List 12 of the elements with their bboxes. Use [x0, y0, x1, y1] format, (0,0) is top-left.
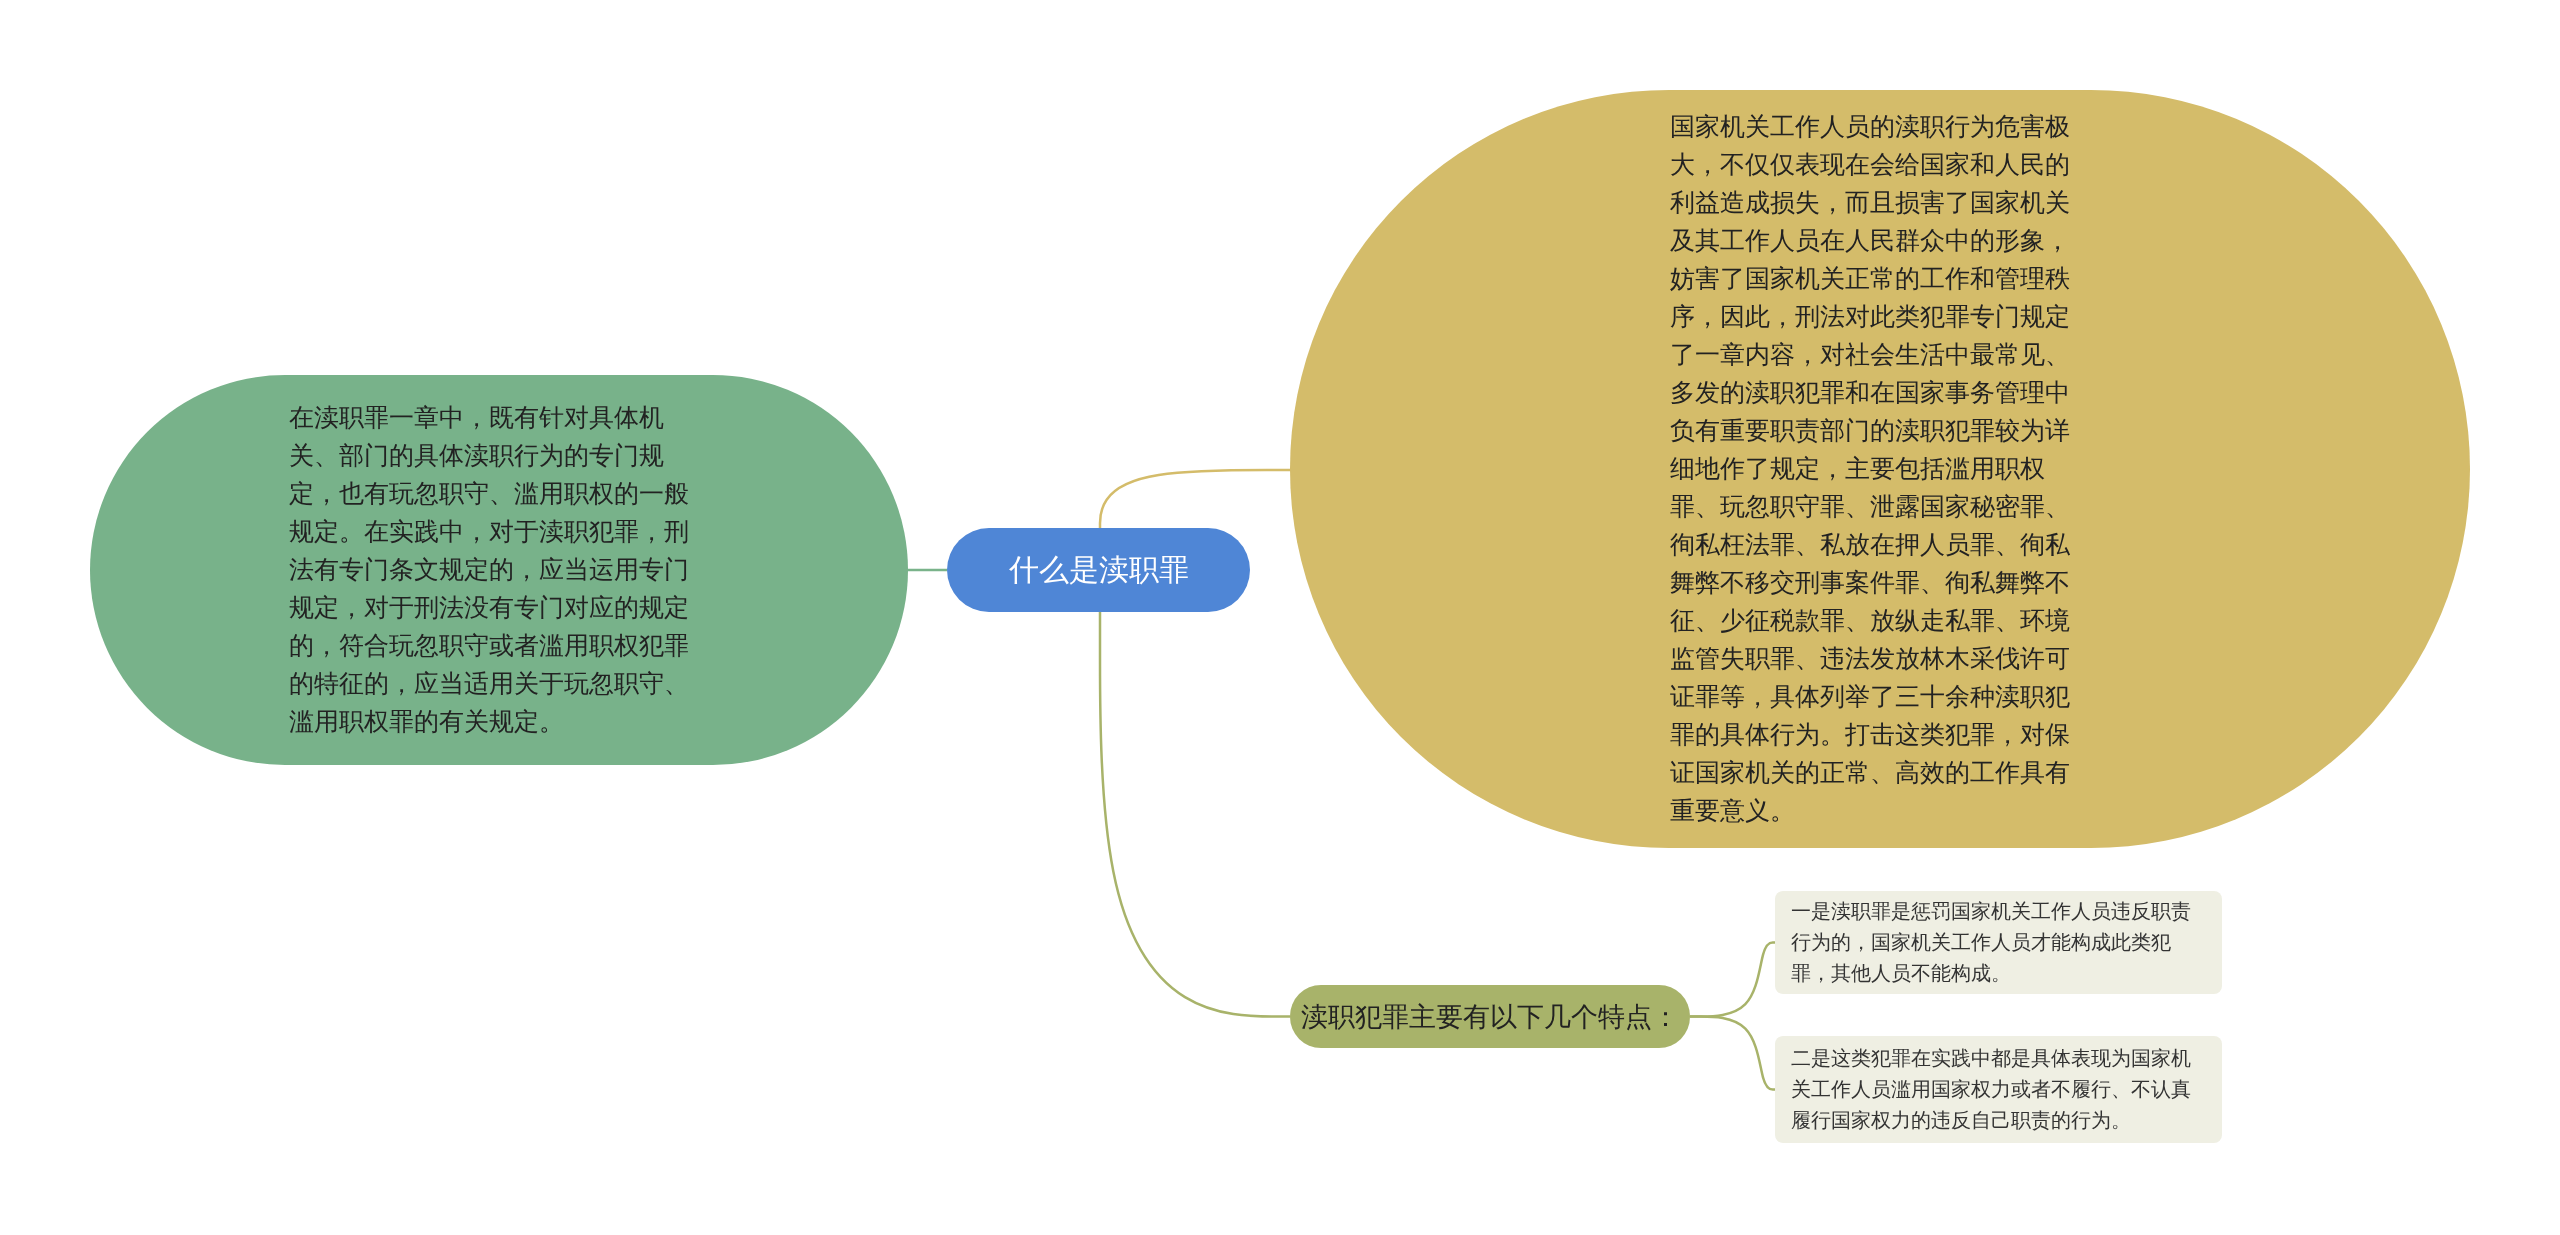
- leaf-card: [1775, 1036, 2222, 1143]
- topic-label: 渎职犯罪主要有以下几个特点：: [1301, 999, 1679, 1034]
- connector-line: [908, 568, 947, 572]
- body-text: 二是这类犯罪在实践中都是具体表现为国家机关工作人员滥用国家权力或者不履行、不认真履行国家权力的违反自己职责的行为。: [1791, 1045, 2192, 1134]
- body-text: 国家机关工作人员的渎职行为危害极大，不仅仅表现在会给国家和人民的利益造成损失，而且损害了国家机关及其工作人员在人民群众中的形象，妨害了国家机关正常的工作和管理秩序，因此，刑法对此类犯罪专门规定了一章内容，对社会生活中最常见、多发的渎职犯罪和在国家事务管理中负有重要职责部门的渎职犯罪较为详细地作了规定，主要包括滥用职权罪、玩忽职守罪、泄露国家秘密罪、徇私枉法罪、私放在押人员罪、徇私舞弊不移交刑事案件罪、徇私舞弊不征、少征税款罪、放纵走私罪、环境监管失职罪、违法发放林木采伐许可证罪等，具体列举了三十余种渎职犯罪的具体行为。打击这类犯罪，对保证国家机关的正常、高效的工作具有重要意义。: [1670, 111, 2071, 827]
- topic-label: 什么是渎职罪: [1008, 551, 1189, 589]
- connector-line: [1690, 1015, 1775, 1091]
- body-text: 在渎职罪一章中，既有针对具体机关、部门的具体渎职行为的专门规定，也有玩忽职守、滥用职权的一般规定。在实践中，对于渎职犯罪，刑法有专门条文规定的，应当运用专门规定，对于刑法没有专门对应的规定的，符合玩忽职守或者滥用职权犯罪的特征的，应当适用关于玩忽职守、滥用职权罪的有关规定。: [289, 402, 690, 738]
- body-text: 一是渎职罪是惩罚国家机关工作人员违反职责行为的，国家机关工作人员才能构成此类犯罪，其他人员不能构成。: [1791, 898, 2192, 987]
- connector-line: [1098, 612, 1290, 1018]
- leaf-card: [1775, 891, 2222, 994]
- connector-line: [1098, 468, 1292, 528]
